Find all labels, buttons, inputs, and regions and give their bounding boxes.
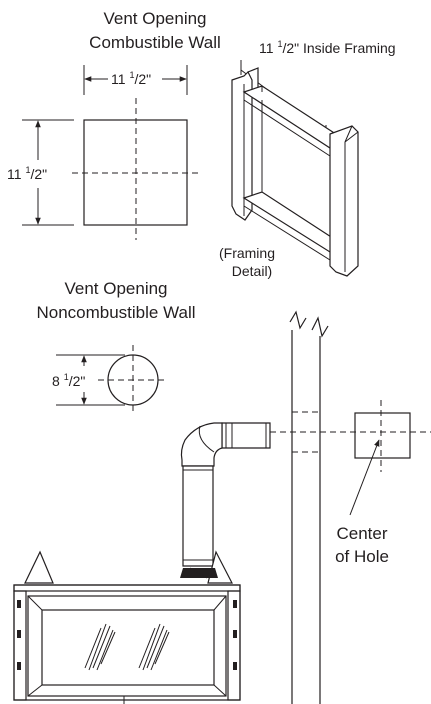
wall-break-right (311, 316, 329, 338)
fireplace-front-frame (27, 595, 227, 697)
exterior-opening-square (354, 412, 411, 459)
fireplace-body (13, 584, 241, 701)
frame-bevel-br (213, 684, 227, 697)
framing-header-bottom-edge (243, 205, 331, 261)
vent-pipe-elbow-seam (198, 425, 215, 453)
center-callout-line2: of Hole (335, 547, 389, 566)
noncombustible-title-line1: Vent Opening (64, 279, 167, 298)
fireplace-unit (13, 550, 241, 704)
width-dimension-label: 11 1/2" (111, 70, 151, 87)
wall-break-left (289, 310, 307, 330)
frame-bevel-tl (27, 595, 43, 611)
flange-tab-left-1 (17, 600, 21, 608)
standoff-left (24, 550, 54, 584)
vent-pipe-horizontal (221, 422, 271, 449)
flange-tab-right-3 (233, 662, 237, 670)
framing-detail: 11 1/2" Inside Framing (Framing Detail) (219, 39, 396, 279)
vent-pipe-vertical (182, 465, 214, 567)
framing-upright-right (329, 125, 359, 277)
combustible-title-line2: Combustible Wall (89, 33, 221, 52)
framing-upright-right-bevel2 (344, 131, 359, 143)
center-callout-line1: Center (336, 524, 387, 543)
framing-header-top-edge (243, 99, 331, 157)
flange-tab-right-2 (233, 630, 237, 638)
glass-reflection-left (84, 623, 116, 671)
framing-dimension-label: 11 1/2" Inside Framing (259, 39, 396, 56)
noncombustible-title-line2: Noncombustible Wall (36, 303, 195, 322)
combustible-title-line1: Vent Opening (103, 9, 206, 28)
framing-caption-line2: Detail) (232, 263, 272, 279)
fireplace-glass (41, 609, 215, 686)
exterior-opening: Center of Hole (335, 400, 411, 566)
noncombustible-wall-section: Vent Opening Noncombustible Wall 8 1/2" (36, 279, 196, 415)
vent-pipe (180, 422, 271, 567)
glass-reflection-right (138, 623, 170, 671)
fireplace-top-rail (13, 584, 241, 592)
collar-bracket-highlight (189, 567, 208, 579)
side-flange-left (13, 590, 27, 701)
framing-upright-right-bevel (344, 125, 353, 143)
height-dimension-label: 11 1/2" (7, 165, 47, 182)
framing-caption-line1: (Framing (219, 245, 275, 261)
framing-upright-left (231, 70, 253, 221)
frame-bevel-tr (213, 595, 227, 611)
side-flange-right (227, 590, 241, 701)
flange-tab-left-2 (17, 630, 21, 638)
wall-section (270, 310, 431, 704)
diameter-dimension-label: 8 1/2" (52, 372, 85, 389)
center-of-hole-leader (349, 439, 380, 516)
flange-tab-right-1 (233, 600, 237, 608)
combustible-wall-section: Vent Opening Combustible Wall 11 1/2" 11… (7, 9, 221, 240)
frame-bevel-bl (27, 684, 43, 697)
flange-tab-left-3 (17, 662, 21, 670)
vent-pipe-elbow (180, 422, 223, 467)
